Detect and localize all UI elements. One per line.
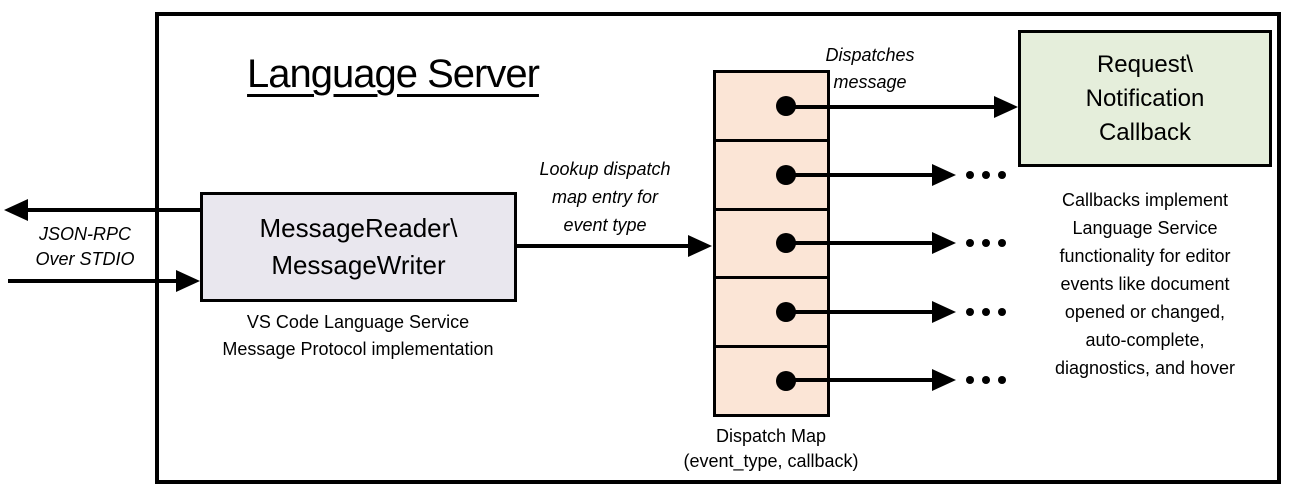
- ellipsis-icon: [966, 376, 1006, 384]
- arrow-line: [517, 244, 690, 248]
- reader-caption: VS Code Language Service Message Protoco…: [222, 312, 494, 359]
- arrowhead-left-icon: [4, 199, 28, 221]
- arrowhead-right-icon: [994, 96, 1018, 118]
- arrow-line: [8, 279, 178, 283]
- callbacks-description: Callbacks implement Language Service fun…: [1054, 190, 1236, 378]
- dispatch-map-caption: Dispatch Map (event_type, callback): [683, 426, 859, 471]
- arrow-line: [26, 208, 200, 212]
- arrow-line: [786, 241, 934, 245]
- arrowhead-right-icon: [932, 164, 956, 186]
- arrowhead-right-icon: [932, 232, 956, 254]
- arrow-line: [786, 105, 996, 109]
- arrow-line: [786, 378, 934, 382]
- dispatches-message-label: Dispatches message: [825, 45, 915, 92]
- ellipsis-icon: [966, 308, 1006, 316]
- arrowhead-right-icon: [932, 301, 956, 323]
- request-notification-callback-box: Request\ Notification Callback: [1018, 30, 1272, 167]
- ellipsis-icon: [966, 171, 1006, 179]
- ellipsis-icon: [966, 239, 1006, 247]
- message-reader-writer-box: MessageReader\ MessageWriter: [200, 192, 517, 302]
- arrow-line: [786, 173, 934, 177]
- diagram-title: Language Server: [247, 52, 540, 96]
- jsonrpc-stdio-label: JSON-RPC Over STDIO: [35, 224, 135, 269]
- arrowhead-right-icon: [688, 235, 712, 257]
- arrow-line: [786, 310, 934, 314]
- arrowhead-right-icon: [932, 369, 956, 391]
- lookup-dispatch-label: Lookup dispatch map entry for event type: [539, 159, 671, 235]
- arrowhead-right-icon: [176, 270, 200, 292]
